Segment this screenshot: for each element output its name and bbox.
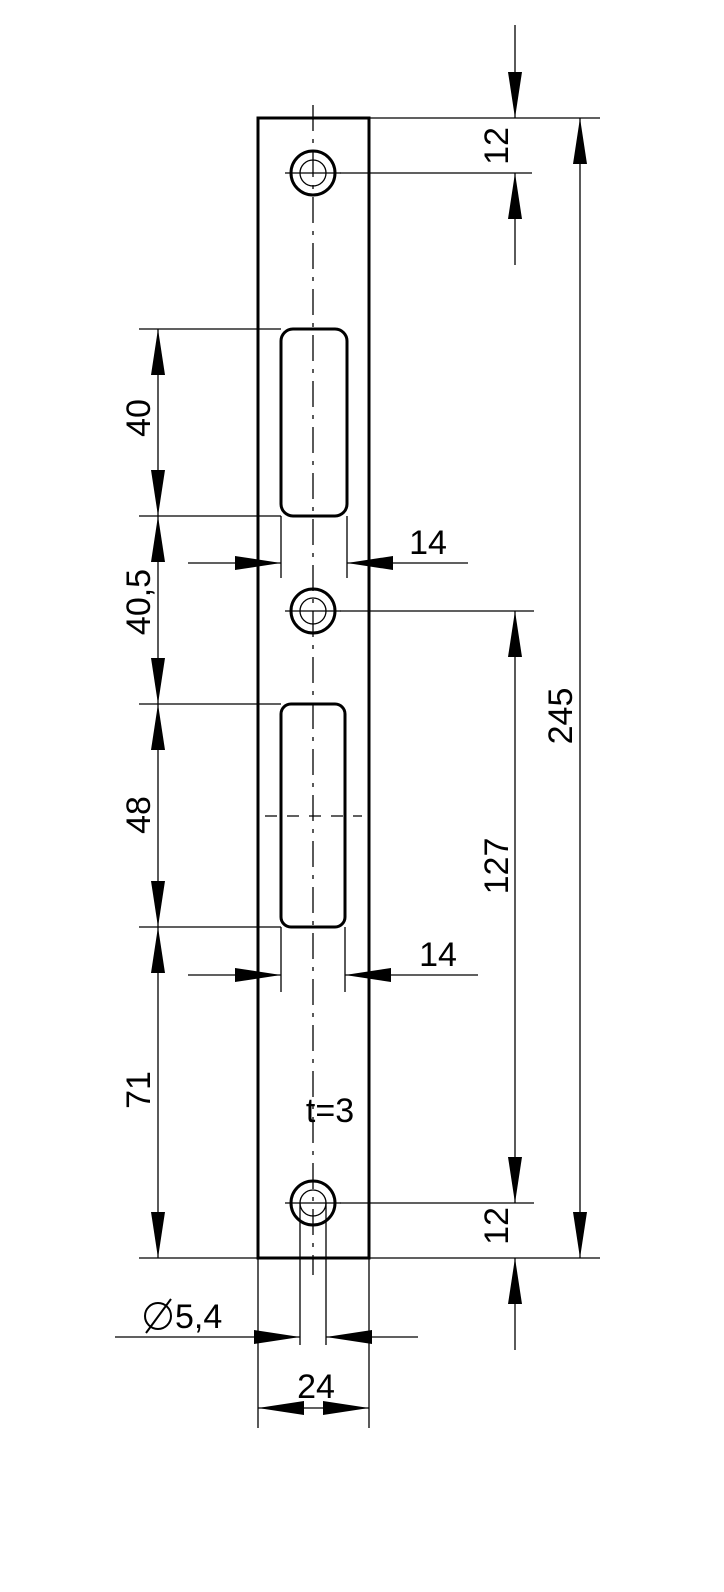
- dim-slot1-width: 14: [409, 524, 447, 562]
- upper-slot: [279, 327, 349, 518]
- dim-top-hole-offset: 12: [478, 127, 516, 165]
- dim-slot2-length: 48: [120, 796, 158, 834]
- dim-plate-width: 24: [297, 1368, 335, 1406]
- dim-bottom-hole-offset: 12: [478, 1207, 516, 1245]
- dim-total-length: 245: [542, 688, 580, 745]
- dim-slot1-length: 40: [120, 399, 158, 437]
- dim-bottom-to-slot2: 71: [120, 1071, 158, 1109]
- dim-gap-between-slots: 40,5: [120, 569, 158, 635]
- dim-hole-spacing: 127: [478, 838, 516, 895]
- lower-slot: [279, 702, 347, 929]
- top-screw-hole: [285, 149, 341, 197]
- bottom-screw-hole: [285, 1179, 341, 1345]
- dim-hole-diameter: 5,4: [175, 1298, 222, 1336]
- middle-screw-hole: [285, 587, 341, 635]
- thickness-label: t=3: [306, 1092, 354, 1130]
- dim-slot2-width: 14: [419, 936, 457, 974]
- diameter-symbol: [144, 1298, 172, 1334]
